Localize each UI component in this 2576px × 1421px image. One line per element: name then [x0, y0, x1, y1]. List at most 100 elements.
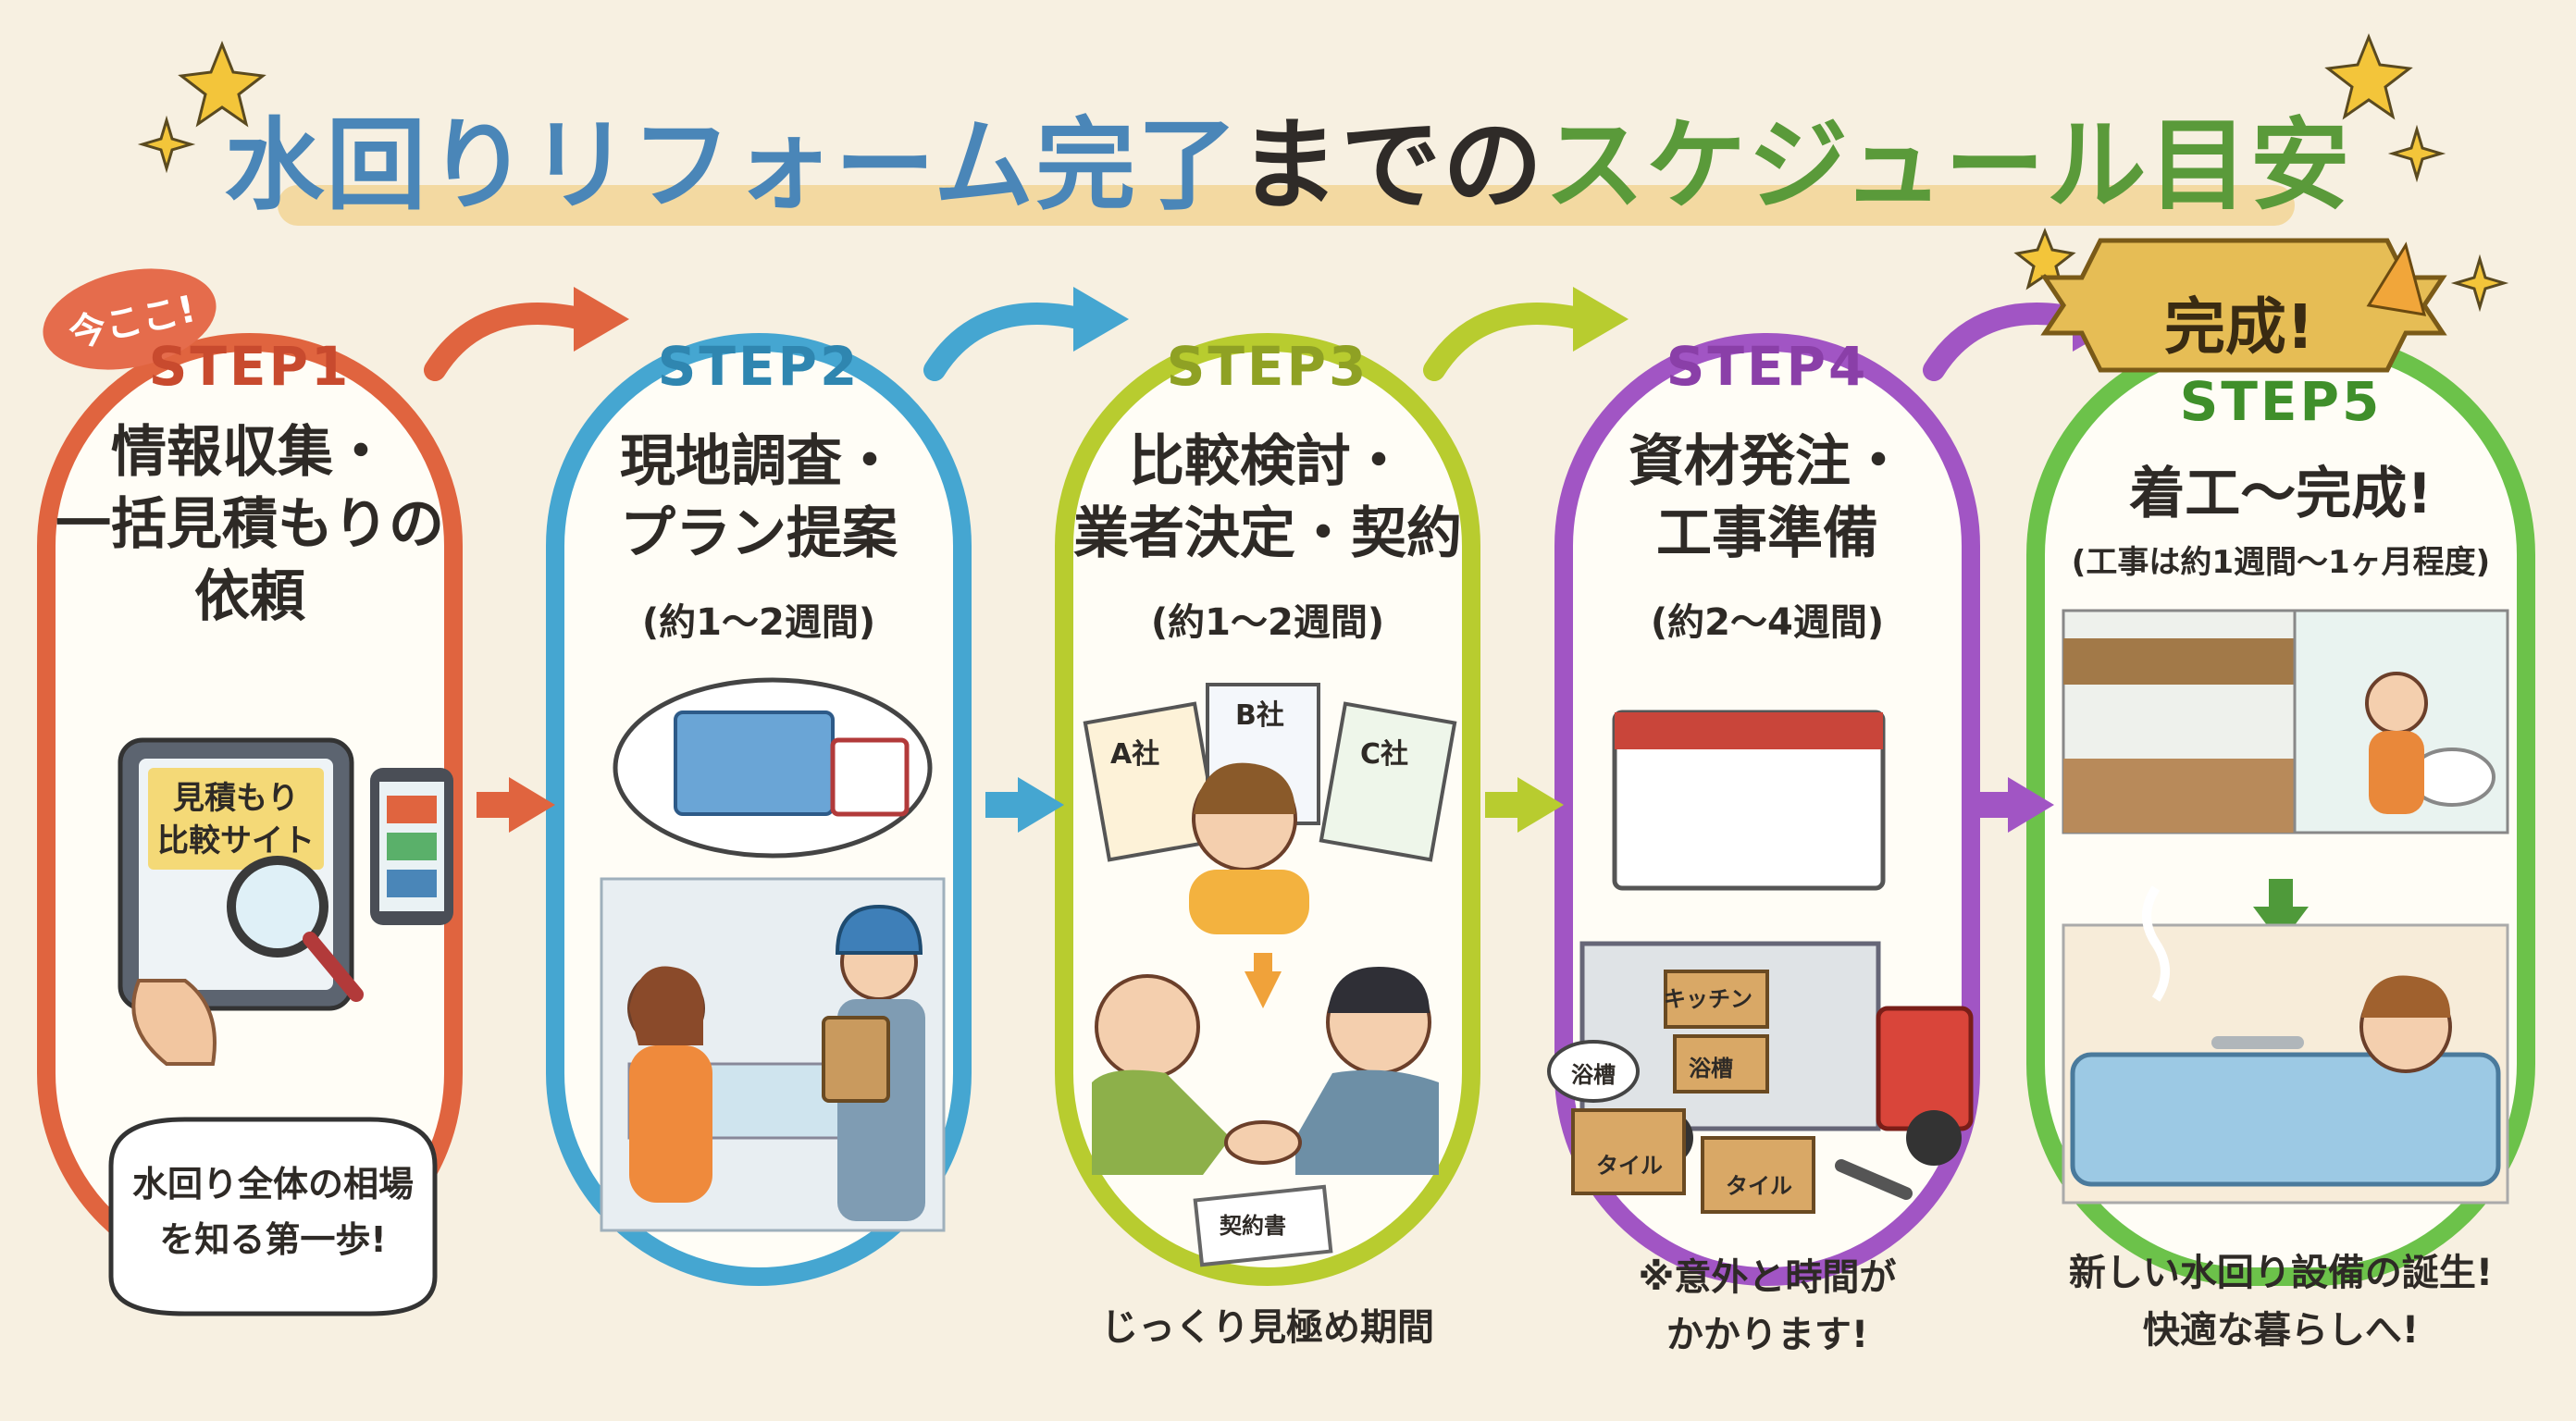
title-part1: 水回りリフォーム完了 — [224, 108, 1240, 224]
complete-ribbon — [2040, 238, 2447, 373]
customer-body — [629, 1045, 712, 1203]
tub-label-bubble — [1547, 1040, 1640, 1103]
hand-icon — [131, 979, 217, 1066]
arrowhead-icon — [574, 287, 629, 352]
steam-icon — [2142, 885, 2170, 1002]
step2-title-line: 現地調査・ — [620, 429, 898, 494]
handshake-icon — [1224, 1120, 1302, 1165]
contract-doc — [1193, 1184, 1333, 1267]
step5-duration: (工事は約1週間〜1ヶ月程度) — [2071, 544, 2491, 581]
company-c-label: C社 — [1360, 738, 1409, 771]
step4-title: 資材発注・ 工事準備 — [1564, 426, 1971, 570]
comparison-site-line: 見積もり — [173, 780, 299, 817]
arrow-right-icon — [1018, 777, 1064, 833]
clipboard-icon — [822, 1016, 890, 1103]
company-a-label: A社 — [1110, 738, 1160, 771]
step3-duration: (約1〜2週間) — [1150, 601, 1385, 644]
box-icon — [1664, 970, 1769, 1029]
step5-note-line: 新しい水回り設備の誕生! — [2068, 1252, 2494, 1294]
arrowhead-icon — [1573, 287, 1629, 352]
client-body — [1092, 1069, 1231, 1175]
step5-illustration — [2062, 609, 2509, 1205]
page-title: 水回りリフォーム完了までのスケジュール目安 — [0, 85, 2576, 229]
step1-note-line: 水回り全体の相場 — [131, 1164, 414, 1205]
step1-note-line: を知る第一歩! — [159, 1219, 387, 1260]
title-part2: までの — [1239, 108, 1545, 224]
step3-label: STEP3 — [1166, 335, 1369, 398]
top-arrows — [424, 303, 2093, 381]
step5-title: 着工〜完成! — [2129, 462, 2433, 526]
arrow-down-icon — [1245, 971, 1282, 1008]
contract-label: 契約書 — [1220, 1213, 1286, 1239]
step1-title-line: 依頼 — [194, 564, 305, 629]
quote-c-doc — [1319, 701, 1457, 862]
box-icon — [1673, 1034, 1769, 1094]
arrow-1-2 — [424, 303, 594, 381]
party-popper-icon — [2366, 241, 2427, 316]
box-icon — [1701, 1136, 1815, 1214]
step1-illustration — [108, 737, 453, 1316]
magnifier-icon — [227, 856, 328, 958]
step3-note: じっくり見極め期間 — [1101, 1306, 1434, 1349]
star-icon — [178, 40, 266, 128]
blueprint-icon — [674, 710, 835, 816]
arrow-right-icon — [2008, 777, 2054, 833]
step5-note-line: 快適な暮らしへ! — [2142, 1309, 2420, 1352]
here-badge-shape — [43, 268, 217, 370]
step1-title-line: 情報収集・ — [111, 420, 389, 485]
step2-title: 現地調査・ プラン提案 — [555, 426, 962, 570]
step1-title-line: 一括見積もりの — [56, 492, 444, 557]
step3-title-line: 業者決定・契約 — [1073, 501, 1462, 566]
step2-illustration — [600, 677, 946, 1232]
step4-title-line: 工事準備 — [1656, 501, 1878, 566]
title-underline — [278, 185, 2295, 226]
calendar-icon — [830, 737, 910, 817]
comparison-site-label: 見積もり 比較サイト — [153, 777, 319, 862]
client-head — [1095, 974, 1200, 1080]
sparkle-icon — [2387, 124, 2446, 183]
sparkle-icon — [2450, 253, 2509, 313]
arrow-right-icon — [509, 777, 555, 833]
step5-label: STEP5 — [2179, 370, 2383, 433]
step4-label: STEP4 — [1666, 335, 1869, 398]
star-icon — [2324, 32, 2413, 120]
speech-bubble — [108, 1117, 438, 1316]
sparkle-icon — [137, 115, 196, 174]
arrow-right-icon — [1517, 777, 1564, 833]
wrench-icon — [1835, 1159, 1913, 1200]
tub-label-1: 浴槽 — [1571, 1062, 1616, 1088]
step3-title: 比較検討・ 業者決定・契約 — [1064, 426, 1471, 570]
tub-label-2: 浴槽 — [1689, 1056, 1733, 1081]
step4-title-line: 資材発注・ — [1629, 429, 1906, 494]
step1-title: 情報収集・ 一括見積もりの 依頼 — [46, 416, 453, 633]
step4-note: ※意外と時間が かかります! — [1573, 1249, 1962, 1364]
step4-note-line: かかります! — [1666, 1314, 1869, 1356]
tile-label-1: タイル — [1596, 1153, 1663, 1179]
step2-duration: (約1〜2週間) — [641, 601, 876, 644]
kitchen-box-label: キッチン — [1664, 986, 1752, 1012]
comparison-site-line: 比較サイト — [157, 822, 315, 859]
step4-duration: (約2〜4週間) — [1650, 601, 1885, 644]
company-b-label: B社 — [1235, 699, 1284, 732]
step1-note: 水回り全体の相場 を知る第一歩! — [111, 1156, 435, 1267]
tile-label-2: タイル — [1726, 1173, 1792, 1199]
contractor-body — [1295, 1069, 1439, 1175]
step3-title-line: 比較検討・ — [1129, 429, 1406, 494]
arrow-3-4 — [1423, 303, 1593, 381]
complete-banner: 完成! — [2163, 291, 2315, 363]
step3-illustration — [1083, 683, 1457, 1267]
step4-note-line: ※意外と時間が — [1638, 1256, 1897, 1299]
box-icon — [1571, 1108, 1686, 1195]
helmet-icon — [835, 904, 923, 955]
step2-label: STEP2 — [657, 335, 861, 398]
middle-arrows — [477, 777, 2054, 833]
arrowhead-icon — [1073, 287, 1129, 352]
step1-label: STEP1 — [148, 335, 352, 398]
thinking-person-body — [1189, 870, 1309, 934]
step5-note: 新しい水回り設備の誕生! 快適な暮らしへ! — [2036, 1244, 2526, 1359]
step2-title-line: プラン提案 — [620, 501, 898, 566]
arrow-2-3 — [923, 303, 1094, 381]
title-part3: スケジュール目安 — [1544, 108, 2352, 224]
